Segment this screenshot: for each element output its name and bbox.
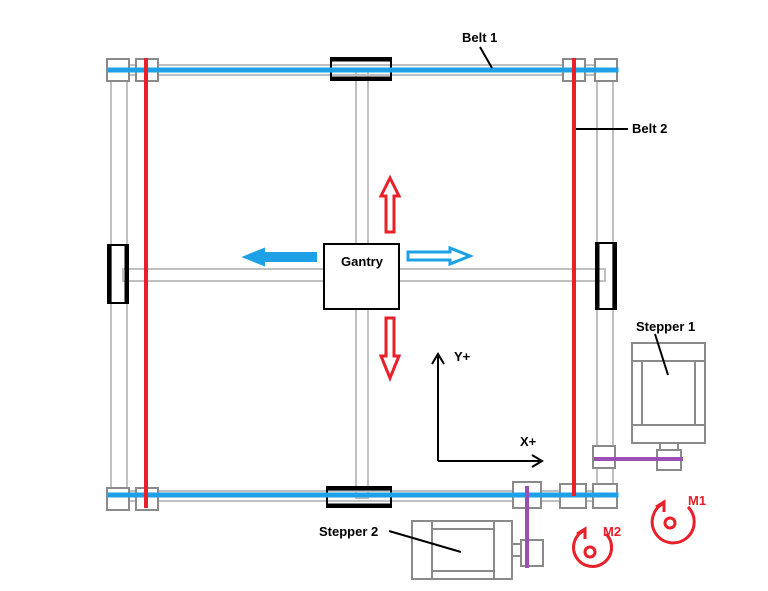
stepper-2-leader: [388, 530, 462, 553]
belt-2-label: Belt 2: [632, 121, 667, 136]
y-axis-label: Y+: [454, 349, 471, 364]
m1-rotation-icon: [650, 499, 696, 545]
m1-label: M1: [688, 493, 706, 508]
stepper-2: [411, 520, 544, 580]
left-carriage-block: [107, 244, 129, 304]
gantry-motion-arrows: [241, 174, 475, 382]
belt-1-leader: [479, 46, 493, 69]
axes: [431, 352, 544, 468]
carriage-blocks: [107, 57, 617, 508]
gantry-label: Gantry: [341, 254, 384, 269]
arrow-right-icon: [406, 245, 475, 267]
stepper-1-label: Stepper 1: [636, 319, 695, 334]
belt-2: [144, 58, 576, 508]
m2-label: M2: [603, 524, 621, 539]
m2-rotation-icon: [572, 526, 614, 568]
stepper-2-label: Stepper 2: [319, 524, 378, 539]
pulley: [106, 487, 130, 511]
arrow-up-icon: [378, 174, 402, 234]
arrow-left-icon: [241, 247, 317, 267]
belt-1-label: Belt 1: [462, 30, 497, 45]
gantry-block: [323, 243, 400, 310]
stepper-1: [631, 342, 706, 471]
right-carriage-block: [595, 242, 617, 310]
arrow-down-icon: [378, 316, 402, 382]
x-axis-label: X+: [520, 434, 537, 449]
stepper-1-leader: [654, 333, 669, 376]
belt-1: [107, 67, 619, 498]
